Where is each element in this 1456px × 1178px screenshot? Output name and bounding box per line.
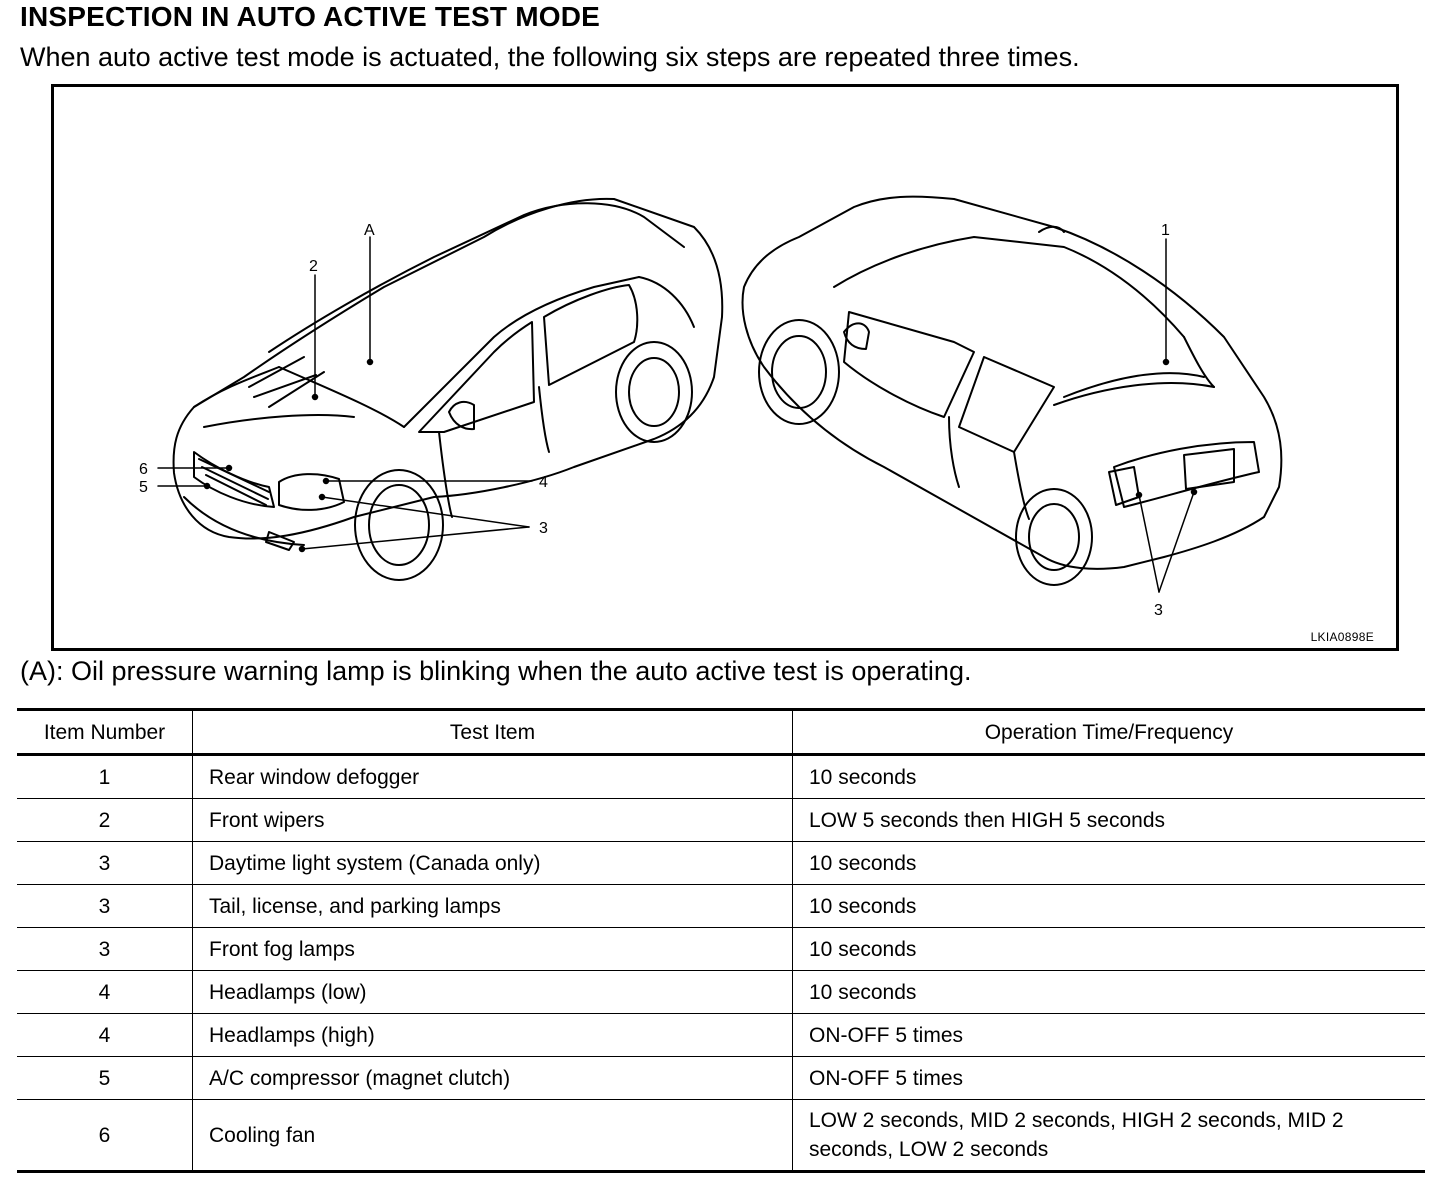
item-number: 3 — [17, 841, 193, 885]
test-item: Headlamps (low) — [192, 970, 793, 1014]
callout-leaders — [157, 236, 1198, 593]
header-test-item: Test Item — [192, 708, 793, 756]
table-row: 4 Headlamps (low) 10 seconds — [17, 970, 1425, 1014]
oil-lamp-note: (A): Oil pressure warning lamp is blinki… — [20, 656, 972, 686]
table-row: 3 Daytime light system (Canada only) 10 … — [17, 841, 1425, 885]
item-number: 3 — [17, 927, 193, 971]
operation-time: 10 seconds — [792, 841, 1425, 885]
table-header-row: Item Number Test Item Operation Time/Fre… — [17, 708, 1425, 756]
front-view-car — [172, 197, 724, 581]
test-item: Daytime light system (Canada only) — [192, 841, 793, 885]
operation-time: ON-OFF 5 times — [792, 1013, 1425, 1057]
item-number: 2 — [17, 798, 193, 842]
test-item: Tail, license, and parking lamps — [192, 884, 793, 928]
table-row: 4 Headlamps (high) ON-OFF 5 times — [17, 1013, 1425, 1057]
operation-time: LOW 2 seconds, MID 2 seconds, HIGH 2 sec… — [792, 1099, 1425, 1173]
test-item: Front wipers — [192, 798, 793, 842]
header-item-number: Item Number — [17, 708, 193, 756]
callout-2: 2 — [309, 258, 318, 275]
vehicle-illustration: A 2 1 6 5 4 3 3 LKIA0898E — [51, 84, 1399, 651]
item-number: 5 — [17, 1056, 193, 1100]
callout-1: 1 — [1161, 222, 1170, 239]
callout-3-front: 3 — [539, 520, 548, 537]
figure-id: LKIA0898E — [1310, 630, 1374, 644]
header-operation-time: Operation Time/Frequency — [792, 708, 1425, 756]
table-row: 1 Rear window defogger 10 seconds — [17, 754, 1425, 799]
operation-time: LOW 5 seconds then HIGH 5 seconds — [792, 798, 1425, 842]
page-title: INSPECTION IN AUTO ACTIVE TEST MODE — [20, 1, 601, 32]
table-row: 2 Front wipers LOW 5 seconds then HIGH 5… — [17, 798, 1425, 842]
test-item: Front fog lamps — [192, 927, 793, 971]
car-line-drawing: A 2 1 6 5 4 3 3 — [139, 195, 1283, 619]
test-item: Rear window defogger — [192, 754, 793, 799]
operation-time: 10 seconds — [792, 970, 1425, 1014]
callout-5: 5 — [139, 479, 148, 496]
table-row: 3 Front fog lamps 10 seconds — [17, 927, 1425, 971]
callout-6: 6 — [139, 461, 148, 478]
operation-time: 10 seconds — [792, 754, 1425, 799]
operation-time: 10 seconds — [792, 884, 1425, 928]
test-item: Headlamps (high) — [192, 1013, 793, 1057]
item-number: 6 — [17, 1099, 193, 1173]
operation-time: ON-OFF 5 times — [792, 1056, 1425, 1100]
test-items-table: Item Number Test Item Operation Time/Fre… — [17, 708, 1425, 1173]
test-item: Cooling fan — [192, 1099, 793, 1173]
rear-view-car — [741, 195, 1283, 586]
table-row: 5 A/C compressor (magnet clutch) ON-OFF … — [17, 1056, 1425, 1100]
callout-labels: A 2 1 6 5 4 3 3 — [139, 222, 1170, 619]
item-number: 4 — [17, 1013, 193, 1057]
callout-4: 4 — [539, 474, 548, 491]
intro-text: When auto active test mode is actuated, … — [20, 42, 1080, 72]
item-number: 3 — [17, 884, 193, 928]
item-number: 4 — [17, 970, 193, 1014]
table-row: 6 Cooling fan LOW 2 seconds, MID 2 secon… — [17, 1099, 1425, 1173]
table-row: 3 Tail, license, and parking lamps 10 se… — [17, 884, 1425, 928]
item-number: 1 — [17, 754, 193, 799]
test-item: A/C compressor (magnet clutch) — [192, 1056, 793, 1100]
callout-3-rear: 3 — [1154, 602, 1163, 619]
callout-a: A — [364, 222, 375, 239]
operation-time: 10 seconds — [792, 927, 1425, 971]
